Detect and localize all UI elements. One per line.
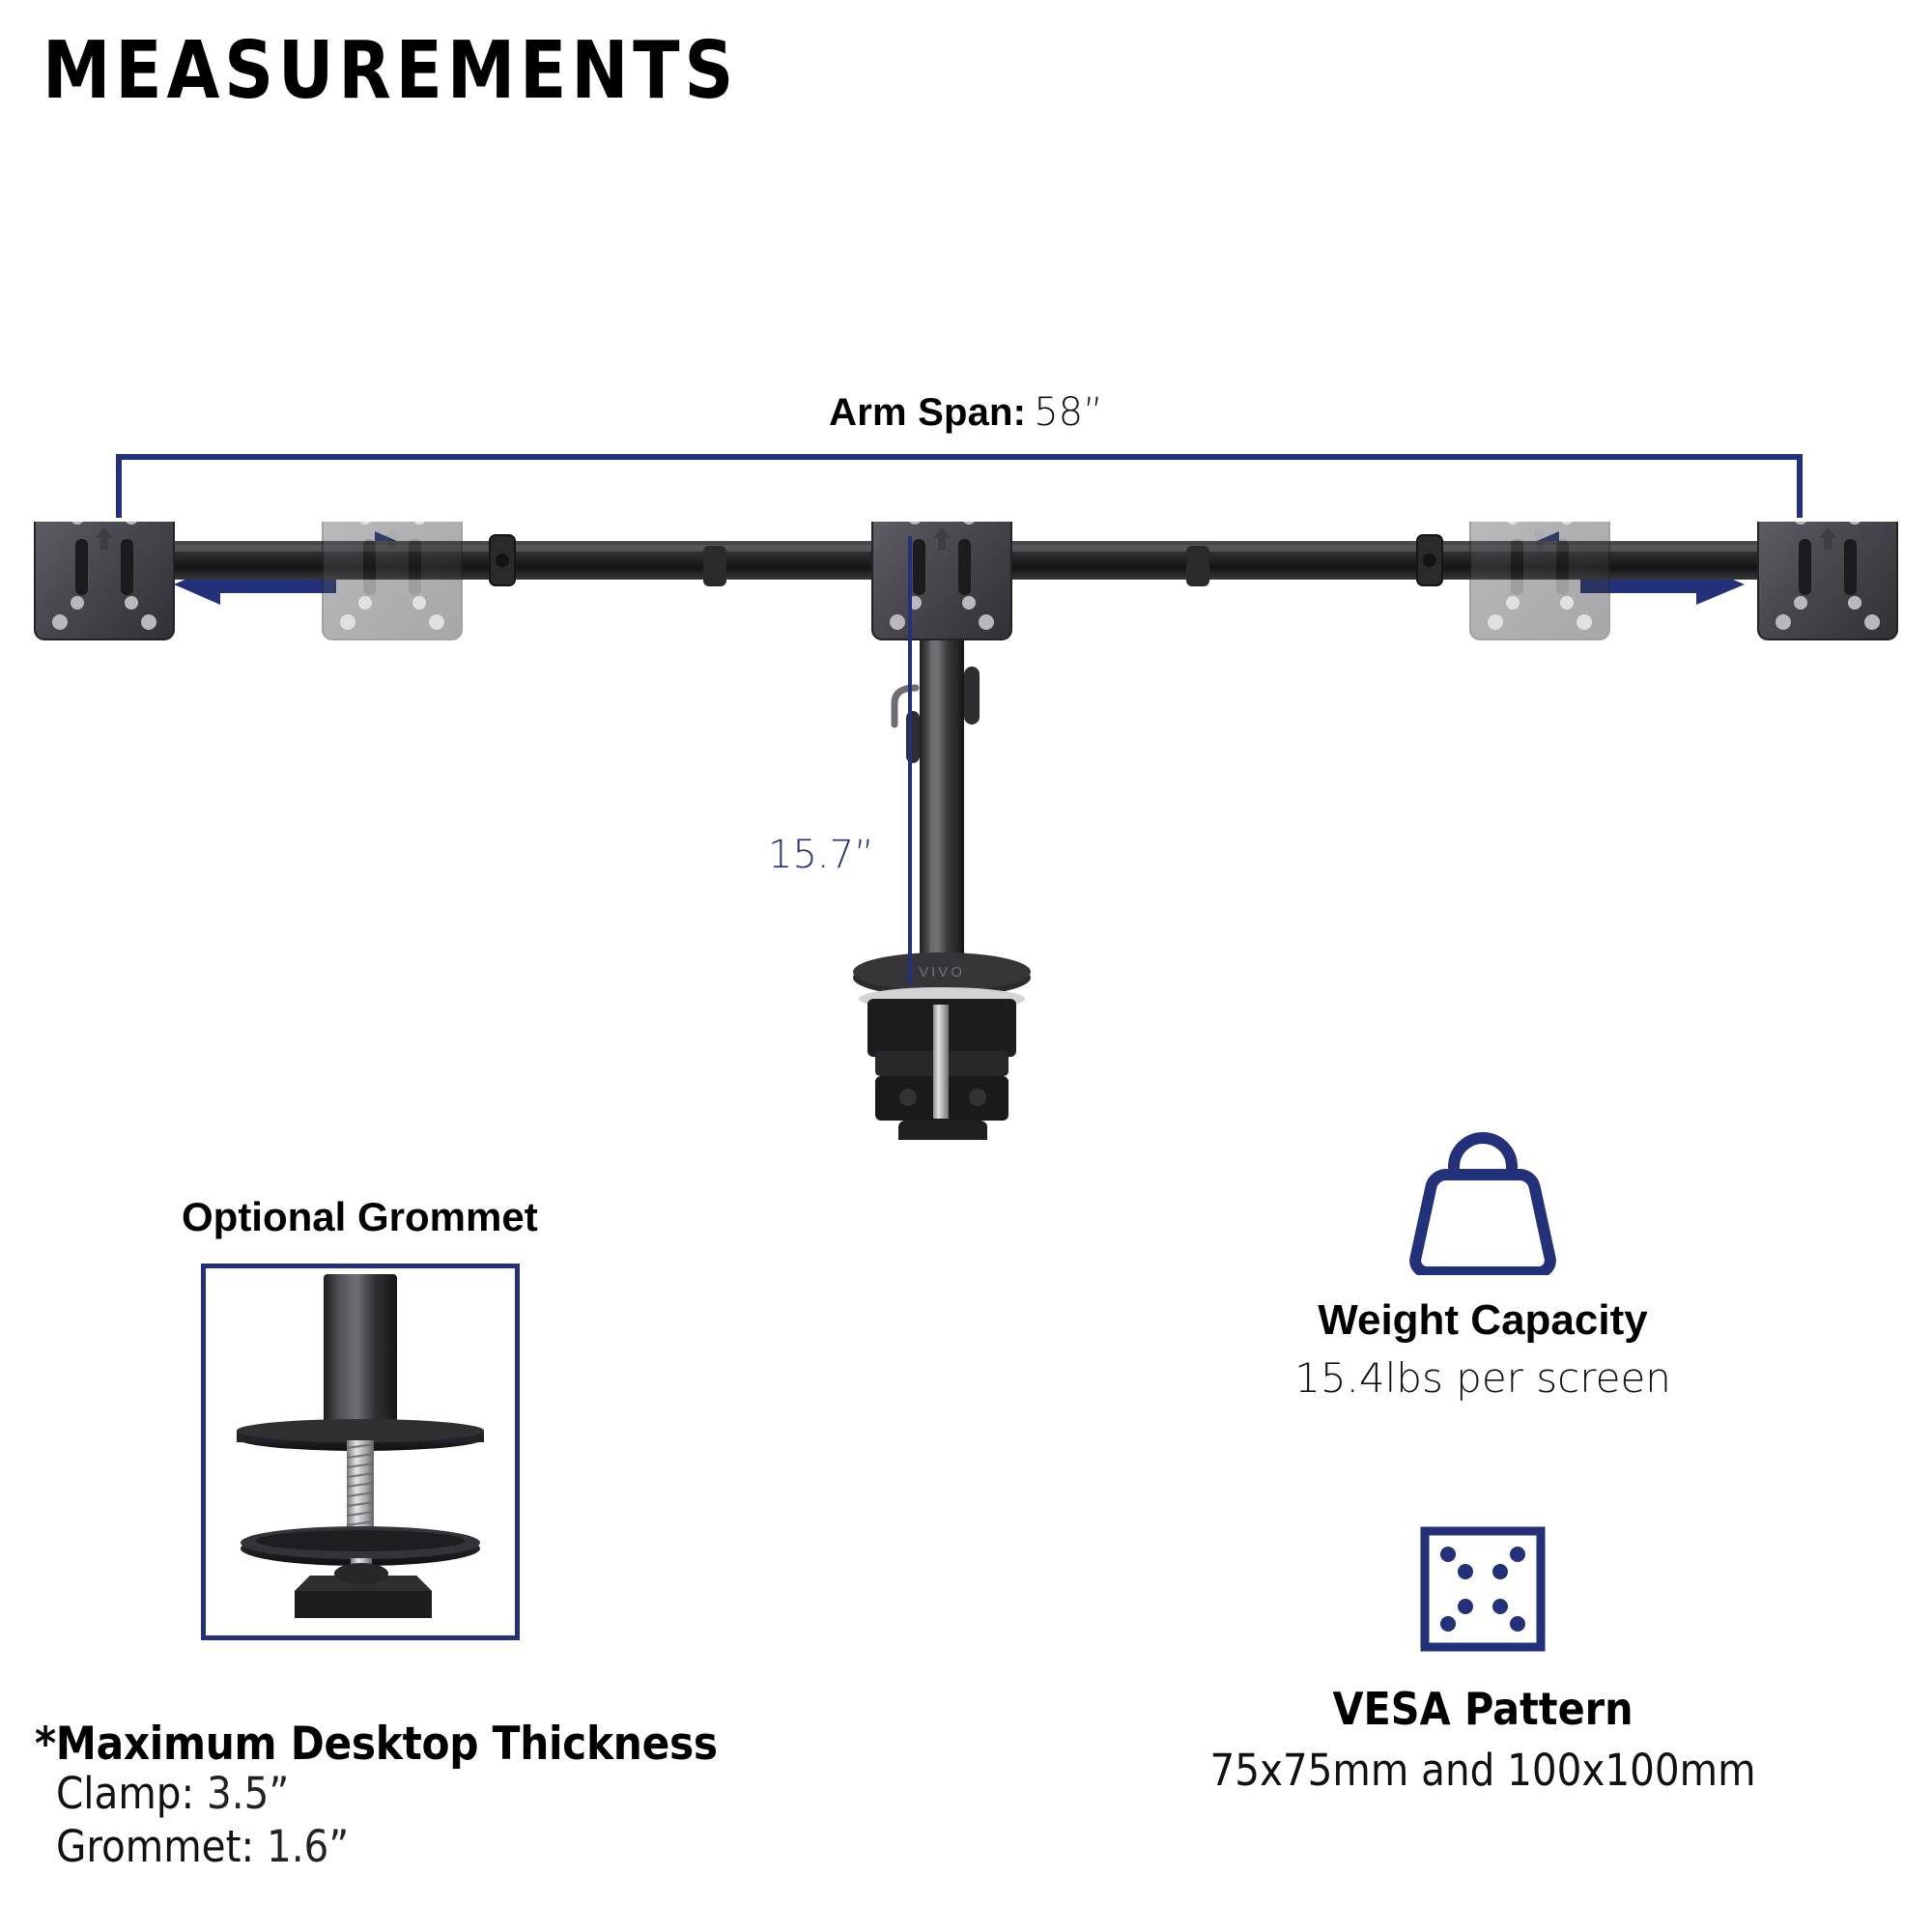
arm-joint-icon	[703, 546, 726, 586]
thickness-clamp-label: Clamp:	[56, 1767, 195, 1819]
vesa-plate-ghost-icon	[1469, 522, 1610, 640]
feature-weight-title: Weight Capacity	[1318, 1296, 1648, 1344]
arm-span-bracket	[116, 454, 1803, 518]
feature-weight-capacity: Weight Capacity 15.4lbs per screen	[1135, 1111, 1831, 1402]
bracket-tick-right	[1797, 454, 1803, 518]
bracket-horizontal-line	[116, 454, 1803, 460]
arm-span-value: 58”	[1034, 390, 1103, 435]
feature-vesa-pattern: VESA Pattern 75x75mm and 100x100mm	[1135, 1517, 1831, 1796]
vesa-pattern-icon	[1135, 1517, 1831, 1662]
vesa-plate-icon	[871, 522, 1012, 640]
page-title: MEASUREMENTS	[43, 25, 739, 117]
vesa-plate-icon	[1757, 522, 1898, 640]
vesa-plate-ghost-icon	[322, 522, 463, 640]
height-dimension-line	[908, 536, 912, 985]
thickness-grommet-value: 1.6”	[266, 1820, 350, 1872]
arm-joint-icon	[1186, 546, 1209, 586]
thickness-grommet-label: Grommet:	[56, 1820, 255, 1872]
monitor-mount-product-figure: VIVO	[0, 522, 1932, 1140]
feature-weight-subtitle: 15.4lbs per screen	[1294, 1354, 1671, 1402]
thickness-row-clamp: Clamp: 3.5”	[56, 1768, 718, 1821]
height-dimension-value: 15.7”	[768, 833, 874, 877]
thickness-clamp-value: 3.5”	[207, 1767, 290, 1819]
arm-joint-icon	[489, 534, 516, 586]
brand-mark: VIVO	[919, 964, 965, 980]
arm-joint-icon	[1416, 534, 1443, 586]
vesa-plate-icon	[34, 522, 175, 640]
max-desktop-thickness-heading: *Maximum Desktop Thickness	[35, 1718, 718, 1771]
max-desktop-thickness-block: *Maximum Desktop Thickness Clamp: 3.5” G…	[35, 1721, 718, 1874]
grommet-assembly-icon	[201, 1264, 520, 1640]
bracket-tick-left	[116, 454, 122, 518]
weight-kettlebell-icon	[1135, 1111, 1831, 1275]
feature-vesa-title: VESA Pattern	[1332, 1683, 1634, 1735]
grommet-section-title: Optional Grommet	[182, 1194, 538, 1239]
feature-vesa-subtitle: 75x75mm and 100x100mm	[1209, 1745, 1756, 1796]
thickness-row-grommet: Grommet: 1.6”	[56, 1821, 718, 1874]
arm-span-label-text: Arm Span:	[829, 391, 1027, 434]
arm-span-label: Arm Span:58”	[0, 390, 1932, 435]
c-clamp-icon: VIVO	[853, 952, 1031, 1140]
